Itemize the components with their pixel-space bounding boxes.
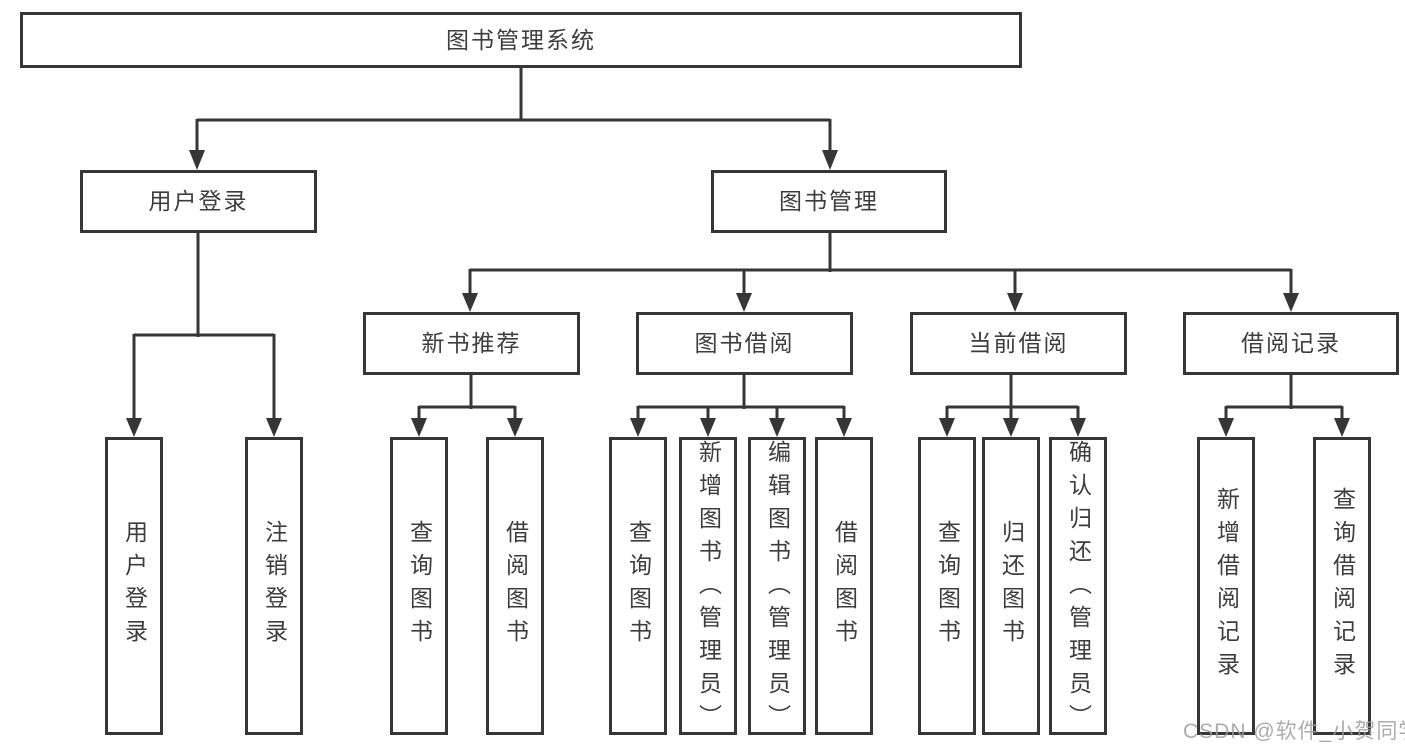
- leaf-borrow-books: 借阅图书: [815, 437, 873, 735]
- leaf-query-books-current: 查询图书: [918, 437, 976, 735]
- csdn-watermark: CSDN @软件_小贺同学: [1183, 720, 1405, 743]
- leaf-user-login: 用户登录: [105, 437, 163, 735]
- leaf-logout: 注销登录: [245, 437, 303, 735]
- root-node-library-system: 图书管理系统: [20, 12, 1022, 68]
- node-borrow-records: 借阅记录: [1183, 312, 1399, 375]
- leaf-query-books-recommend: 查询图书: [390, 437, 448, 735]
- node-book-management: 图书管理: [711, 170, 947, 233]
- leaf-add-books-admin: 新增图书（管理员）: [679, 437, 737, 737]
- node-user-login: 用户登录: [80, 170, 317, 233]
- leaf-return-books: 归还图书: [982, 437, 1040, 735]
- node-current-borrow: 当前借阅: [910, 312, 1127, 375]
- leaf-confirm-return-admin: 确认归还（管理员）: [1049, 437, 1107, 737]
- leaf-query-borrow-record: 查询借阅记录: [1313, 437, 1371, 735]
- node-book-borrow: 图书借阅: [636, 312, 853, 375]
- leaf-query-books-borrow: 查询图书: [609, 437, 667, 735]
- leaf-borrow-books-recommend: 借阅图书: [486, 437, 544, 735]
- node-new-book-recommend: 新书推荐: [363, 312, 580, 375]
- leaf-add-borrow-record: 新增借阅记录: [1197, 437, 1255, 735]
- leaf-edit-books-admin: 编辑图书（管理员）: [748, 437, 806, 737]
